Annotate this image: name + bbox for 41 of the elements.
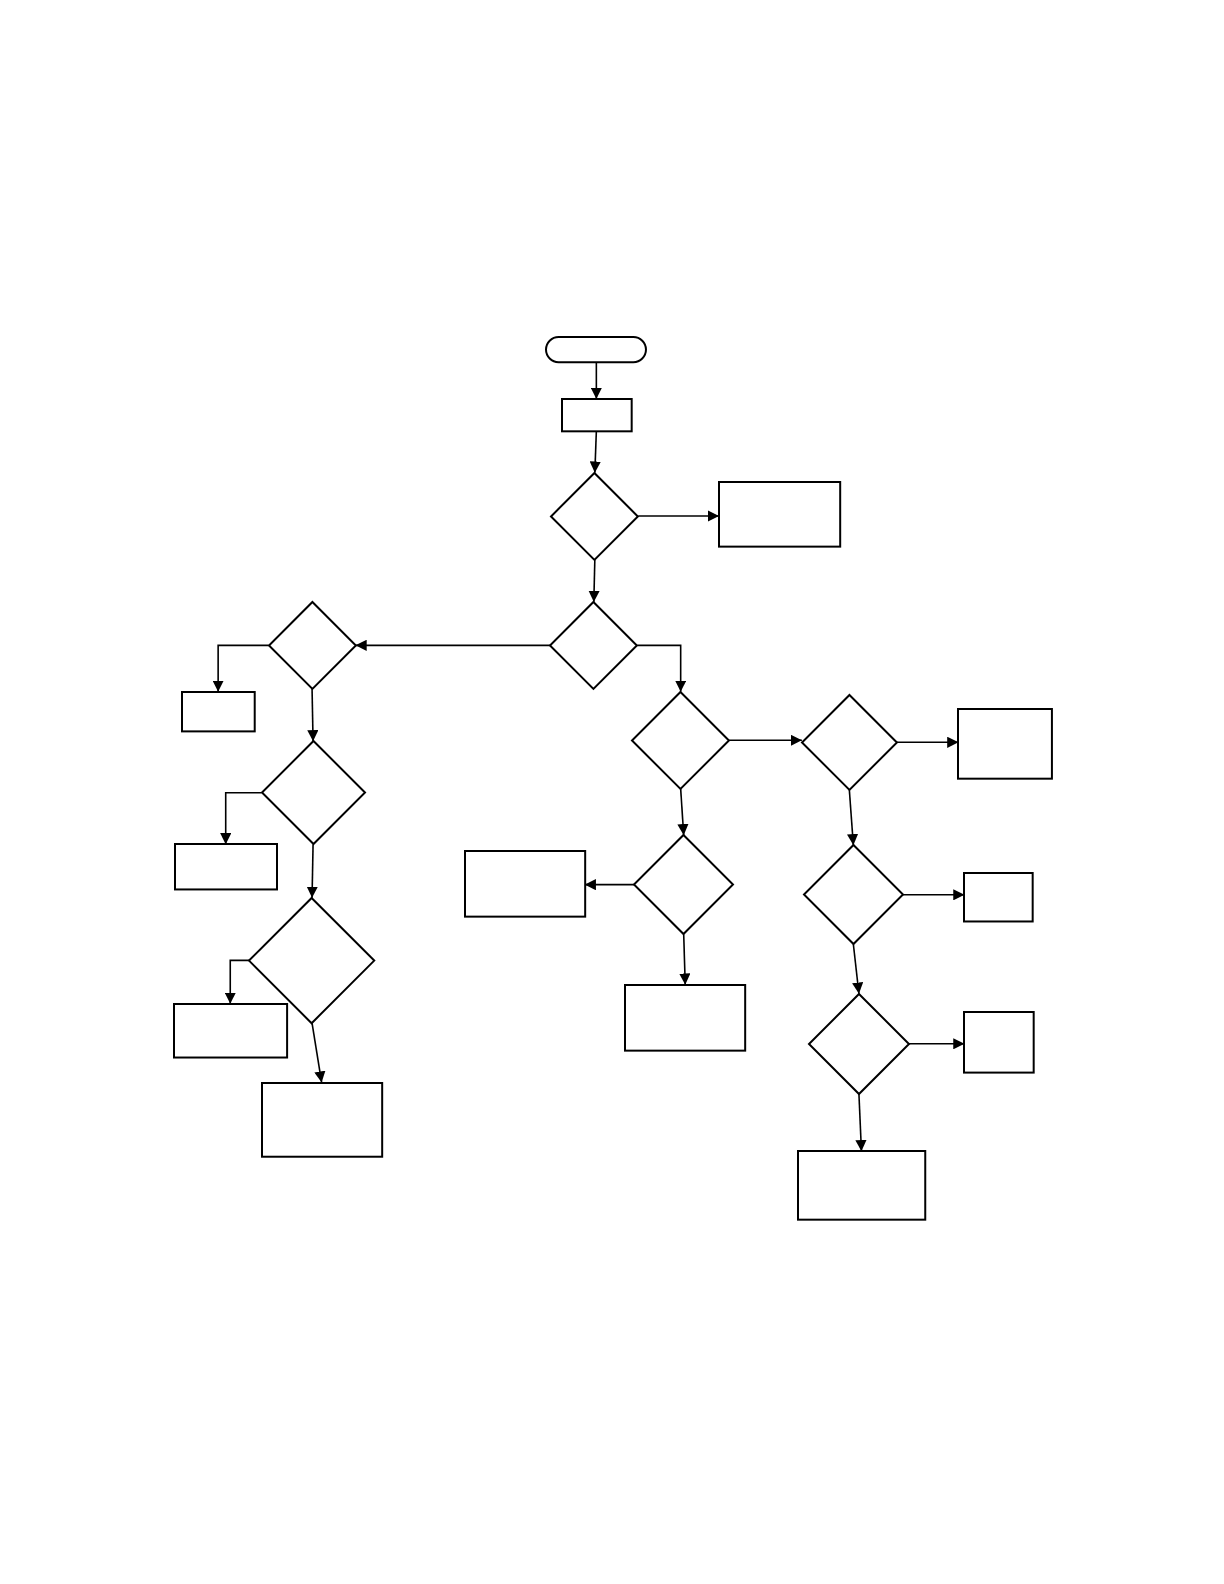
process-box	[173, 1003, 287, 1058]
process-box	[464, 851, 585, 917]
decision-diamond	[249, 897, 375, 1023]
process-box	[261, 1082, 382, 1157]
decision-diamond	[808, 993, 909, 1094]
decision-diamond	[632, 691, 730, 789]
arrow	[636, 644, 687, 693]
process-box	[561, 398, 632, 432]
arrow	[728, 734, 803, 746]
arrow	[677, 787, 689, 836]
arrow	[307, 687, 319, 743]
arrow	[852, 943, 864, 995]
arrow	[220, 791, 263, 846]
arrow	[637, 510, 720, 522]
decision-diamond	[634, 835, 734, 935]
decision-diamond	[551, 472, 639, 560]
arrow	[224, 959, 251, 1005]
arrow	[846, 788, 859, 847]
process-box	[797, 1151, 926, 1220]
arrow	[354, 639, 552, 651]
decision-diamond	[261, 741, 365, 845]
process-box	[719, 481, 841, 547]
arrow	[588, 558, 600, 603]
arrow	[311, 1022, 326, 1084]
decision-diamond	[801, 694, 897, 790]
decision-diamond	[550, 601, 638, 689]
process-box	[174, 844, 277, 890]
arrow	[679, 933, 691, 986]
process-box	[964, 872, 1034, 921]
arrow	[589, 430, 601, 474]
decision-diamond	[268, 601, 356, 689]
process-box	[181, 691, 255, 732]
terminal-pill	[546, 337, 647, 363]
process-box	[625, 984, 746, 1051]
process-box	[958, 708, 1053, 779]
process-box	[964, 1011, 1035, 1073]
arrow	[306, 843, 318, 899]
arrow	[590, 361, 602, 400]
arrow	[855, 1092, 867, 1153]
decision-diamond	[803, 845, 903, 945]
arrow	[212, 644, 270, 693]
